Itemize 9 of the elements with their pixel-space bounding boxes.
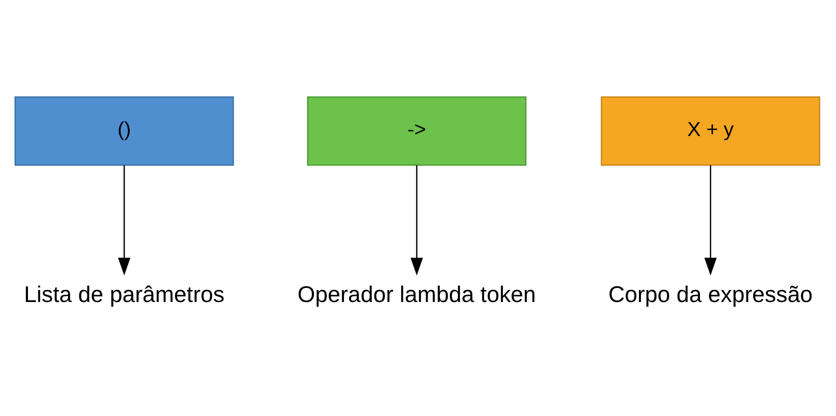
node-box: -> [307,96,526,166]
node-box: () [14,96,234,166]
node-box: X + y [600,96,820,166]
node-text: Corpo da expressão [608,280,813,307]
arrow [410,165,423,276]
arrow [704,165,717,276]
node-text: Lista de parâmetros [24,280,224,307]
node-text: Operador lambda token [298,280,536,307]
arrow [118,165,130,276]
